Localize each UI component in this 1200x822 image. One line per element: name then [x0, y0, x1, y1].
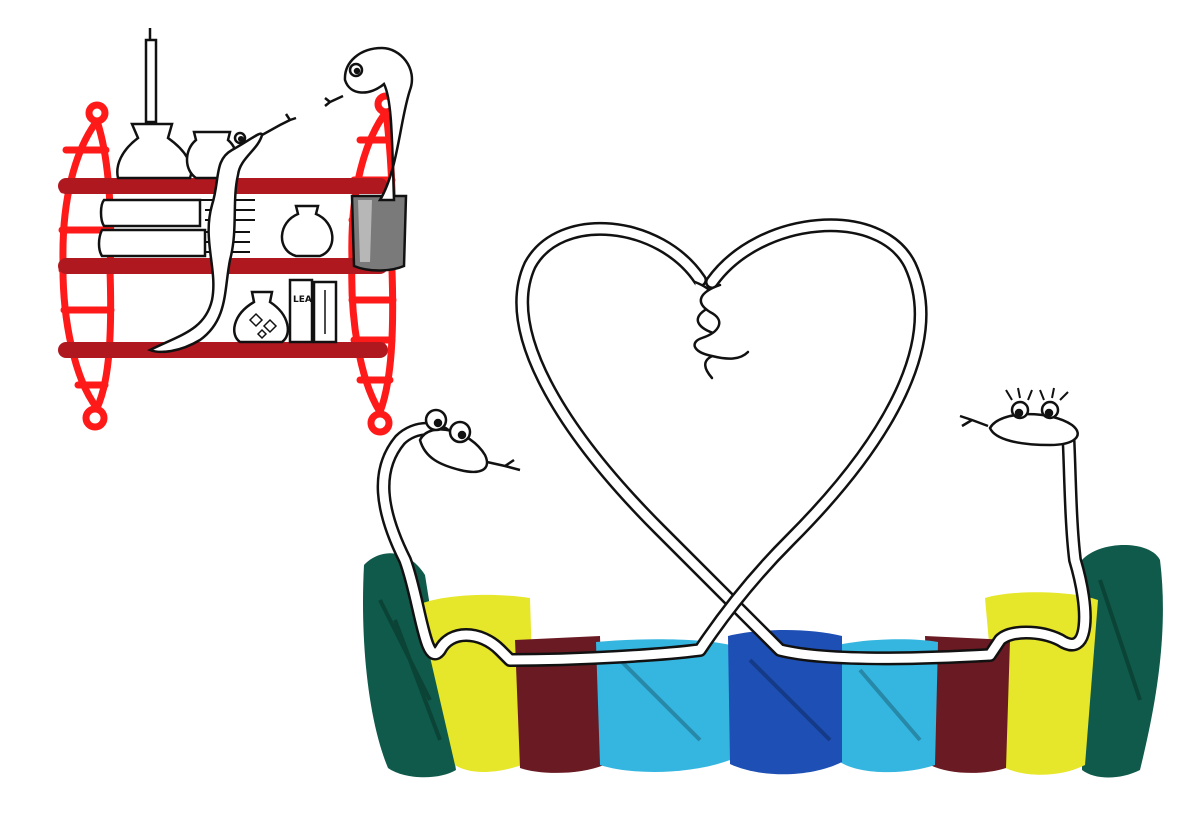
upright-books	[288, 278, 338, 344]
sofa-right-lightblue	[838, 639, 938, 773]
gray-pot	[350, 194, 408, 272]
braided-tails	[693, 280, 750, 380]
shelf-boards	[58, 178, 388, 358]
patterned-vase	[232, 290, 290, 344]
sofa-left-arm	[363, 553, 456, 778]
sofa-left-lightblue	[596, 639, 730, 772]
left-snake-head	[418, 408, 521, 474]
pot-snake	[324, 46, 414, 202]
shelf-snake	[146, 113, 297, 354]
book-spine-text: LEA	[293, 295, 312, 305]
sofa	[363, 545, 1163, 778]
sofa-right-maroon	[925, 636, 1010, 773]
left-snake-body	[515, 221, 1092, 666]
sofa-right-arm	[1082, 545, 1163, 778]
wall-shelf: LEA	[58, 28, 414, 436]
round-vase	[280, 204, 334, 258]
right-snake-head	[959, 387, 1079, 447]
heart-snakes	[376, 218, 1092, 667]
sofa-brush-texture	[378, 579, 1142, 742]
candle	[116, 28, 193, 180]
sofa-left-maroon	[515, 636, 604, 773]
sofa-center-blue	[728, 630, 842, 775]
